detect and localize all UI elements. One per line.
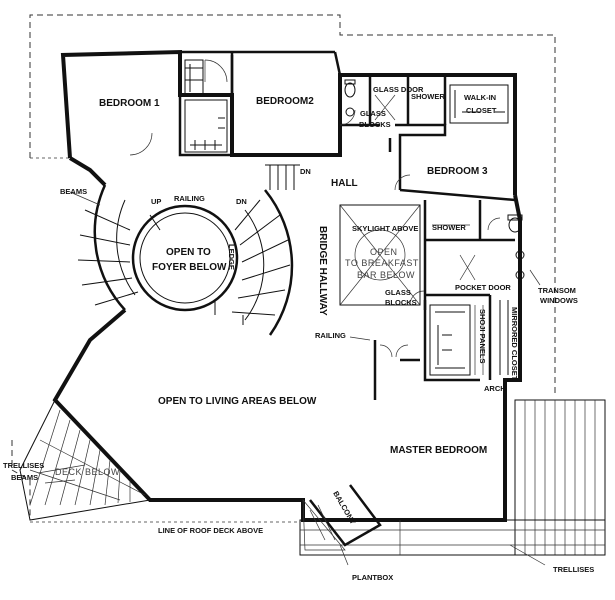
label-trellises-bottom: TRELLISES — [553, 565, 594, 574]
label-glass-blocks-mid-1: GLASS — [385, 288, 411, 297]
label-transom-1: TRANSOM — [538, 286, 576, 295]
label-shoji-panels: SHOJI PANELS — [478, 309, 487, 363]
label-bedroom-1: BEDROOM 1 — [99, 98, 160, 109]
label-roof-deck: LINE OF ROOF DECK ABOVE — [158, 526, 263, 535]
label-glass-blocks-mid-2: BLOCKS — [385, 298, 417, 307]
label-trellises-left: TRELLISES — [3, 461, 44, 470]
label-beams-left: BEAMS — [11, 473, 38, 482]
label-dn-top: DN — [300, 167, 311, 176]
label-transom-2: WINDOWS — [540, 296, 578, 305]
label-bridge-hallway: BRIDGE HALLWAY — [317, 226, 328, 316]
label-dn-stair: DN — [236, 197, 247, 206]
label-open-foyer-1: OPEN TO — [166, 247, 211, 258]
label-open-living: OPEN TO LIVING AREAS BELOW — [158, 396, 317, 407]
door-swings — [129, 59, 501, 358]
label-shower-top: SHOWER — [411, 92, 445, 101]
label-beams-top: BEAMS — [60, 187, 87, 196]
trellis-right — [299, 399, 606, 556]
label-plantbox: PLANTBOX — [352, 573, 393, 582]
label-deck-below: DECK BELOW — [55, 467, 120, 477]
label-glass-blocks-top-1: GLASS — [360, 109, 386, 118]
label-bedroom-2: BEDROOM2 — [256, 96, 314, 107]
fixtures — [344, 79, 525, 281]
label-walk-in-2: CLOSET — [466, 106, 497, 115]
label-mirrored-closet: MIRRORED CLOSET — [510, 307, 519, 381]
interior-walls — [178, 50, 516, 400]
label-glass-blocks-top-2: BLOCKS — [359, 120, 391, 129]
spiral-staircase — [77, 164, 300, 336]
label-bedroom-3: BEDROOM 3 — [427, 166, 488, 177]
label-open-bfast-2: TO BREAKFAST — [345, 258, 419, 268]
label-open-bfast-3: BAR BELOW — [357, 270, 415, 280]
annotation-labels: GLASS DOOR SHOWER WALK-IN CLOSET GLASS B… — [3, 85, 594, 582]
label-railing-bottom: RAILING — [315, 331, 346, 340]
closet-shelves — [184, 59, 509, 376]
label-shower-mid: SHOWER — [432, 223, 466, 232]
balcony — [302, 484, 382, 551]
skylight-opening — [339, 204, 421, 306]
label-master-bedroom: MASTER BEDROOM — [390, 445, 487, 456]
label-pocket-door: POCKET DOOR — [455, 283, 511, 292]
label-skylight: SKYLIGHT ABOVE — [352, 224, 418, 233]
label-arch: ARCH — [484, 384, 506, 393]
deck-below — [19, 399, 152, 521]
label-walk-in-1: WALK-IN — [464, 93, 496, 102]
label-open-foyer-2: FOYER BELOW — [152, 262, 227, 273]
label-railing-top: RAILING — [174, 194, 205, 203]
room-labels: BEDROOM 1 BEDROOM2 BEDROOM 3 MASTER BEDR… — [55, 96, 488, 526]
label-open-bfast-1: OPEN — [370, 247, 398, 257]
label-hall: HALL — [331, 178, 358, 189]
label-ledge: LEDGE — [227, 244, 236, 270]
leader-lines — [37, 191, 546, 566]
label-up: UP — [151, 197, 161, 206]
label-glass-door: GLASS DOOR — [373, 85, 424, 94]
